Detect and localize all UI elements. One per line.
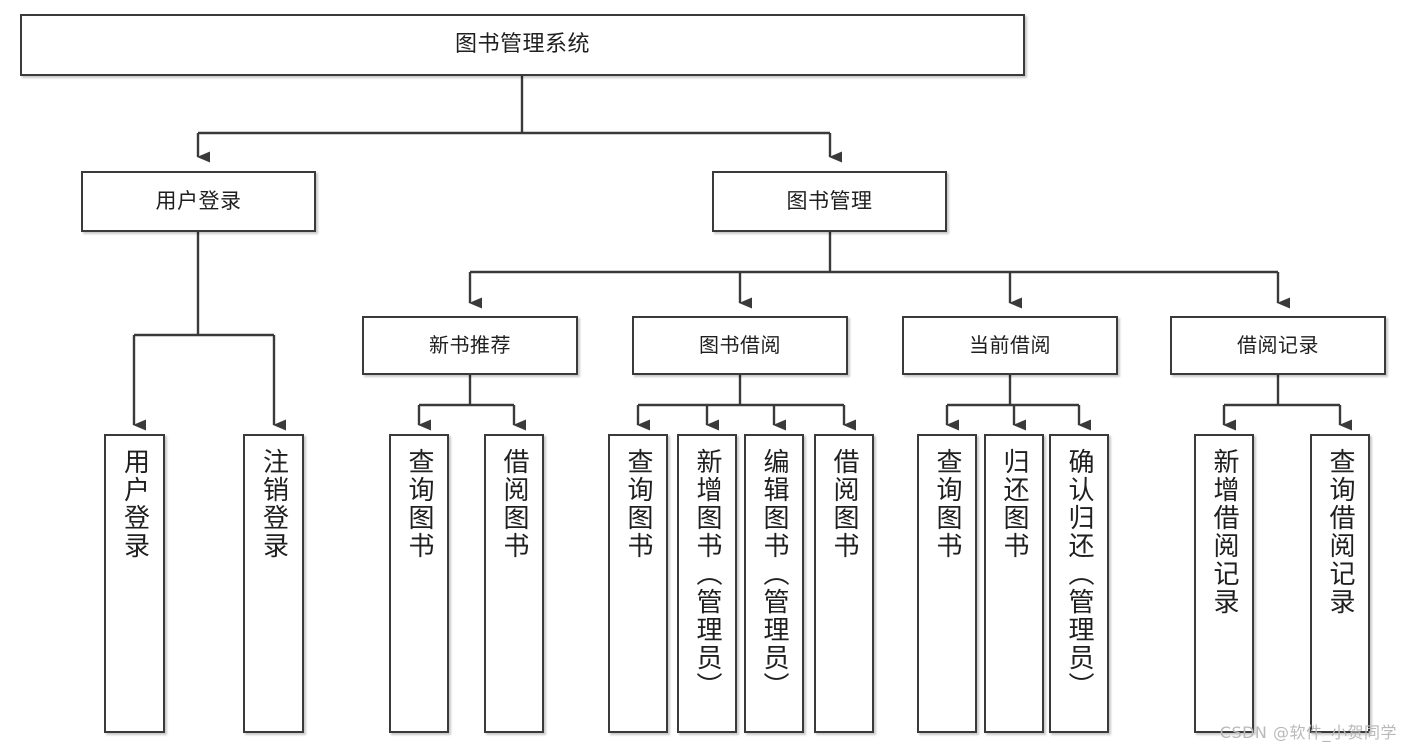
- leaf-add-book-admin[interactable]: 新增图书（管理员）: [677, 434, 737, 733]
- node-new-book-recommend[interactable]: 新书推荐: [362, 316, 578, 375]
- leaf-query-book-borrow[interactable]: 查询图书: [608, 434, 668, 733]
- node-label: 新书推荐: [429, 333, 511, 357]
- leaf-user-login[interactable]: 用户登录: [104, 434, 165, 733]
- node-label: 编辑图书（管理员）: [759, 448, 789, 700]
- node-label: 借阅记录: [1237, 333, 1319, 357]
- node-label: 用户登录: [155, 189, 242, 214]
- node-label: 新增图书（管理员）: [692, 448, 722, 700]
- leaf-borrow-book-recommend[interactable]: 借阅图书: [484, 434, 544, 733]
- leaf-add-borrow-record[interactable]: 新增借阅记录: [1194, 434, 1254, 733]
- node-label: 图书管理系统: [454, 32, 590, 58]
- node-label: 新增借阅记录: [1209, 448, 1239, 616]
- node-label: 图书管理: [786, 189, 873, 214]
- leaf-query-borrow-record[interactable]: 查询借阅记录: [1310, 434, 1370, 733]
- node-label: 查询图书: [404, 448, 434, 560]
- node-label: 归还图书: [999, 448, 1029, 560]
- node-borrow-record[interactable]: 借阅记录: [1170, 316, 1386, 375]
- node-label: 查询借阅记录: [1325, 448, 1355, 616]
- leaf-query-book-recommend[interactable]: 查询图书: [389, 434, 449, 733]
- node-user-login[interactable]: 用户登录: [81, 171, 316, 232]
- node-label: 查询图书: [623, 448, 653, 560]
- leaf-edit-book-admin[interactable]: 编辑图书（管理员）: [744, 434, 804, 733]
- node-book-manage[interactable]: 图书管理: [712, 171, 947, 232]
- leaf-query-book-current[interactable]: 查询图书: [917, 434, 977, 733]
- node-current-borrow[interactable]: 当前借阅: [902, 316, 1118, 375]
- node-label: 查询图书: [932, 448, 962, 560]
- leaf-borrow-book-borrow[interactable]: 借阅图书: [814, 434, 874, 733]
- leaf-confirm-return-admin[interactable]: 确认归还（管理员）: [1049, 434, 1109, 733]
- leaf-logout[interactable]: 注销登录: [243, 434, 304, 733]
- node-book-borrow[interactable]: 图书借阅: [632, 316, 848, 375]
- node-label: 当前借阅: [969, 333, 1051, 357]
- node-label: 借阅图书: [499, 448, 529, 560]
- leaf-return-book[interactable]: 归还图书: [984, 434, 1044, 733]
- node-root-system[interactable]: 图书管理系统: [20, 14, 1025, 76]
- node-label: 图书借阅: [699, 333, 781, 357]
- watermark-text: CSDN @软件_小贺同学: [1219, 723, 1397, 742]
- node-label: 确认归还（管理员）: [1064, 448, 1094, 700]
- node-label: 借阅图书: [829, 448, 859, 560]
- node-label: 注销登录: [258, 448, 289, 560]
- node-label: 用户登录: [119, 448, 150, 560]
